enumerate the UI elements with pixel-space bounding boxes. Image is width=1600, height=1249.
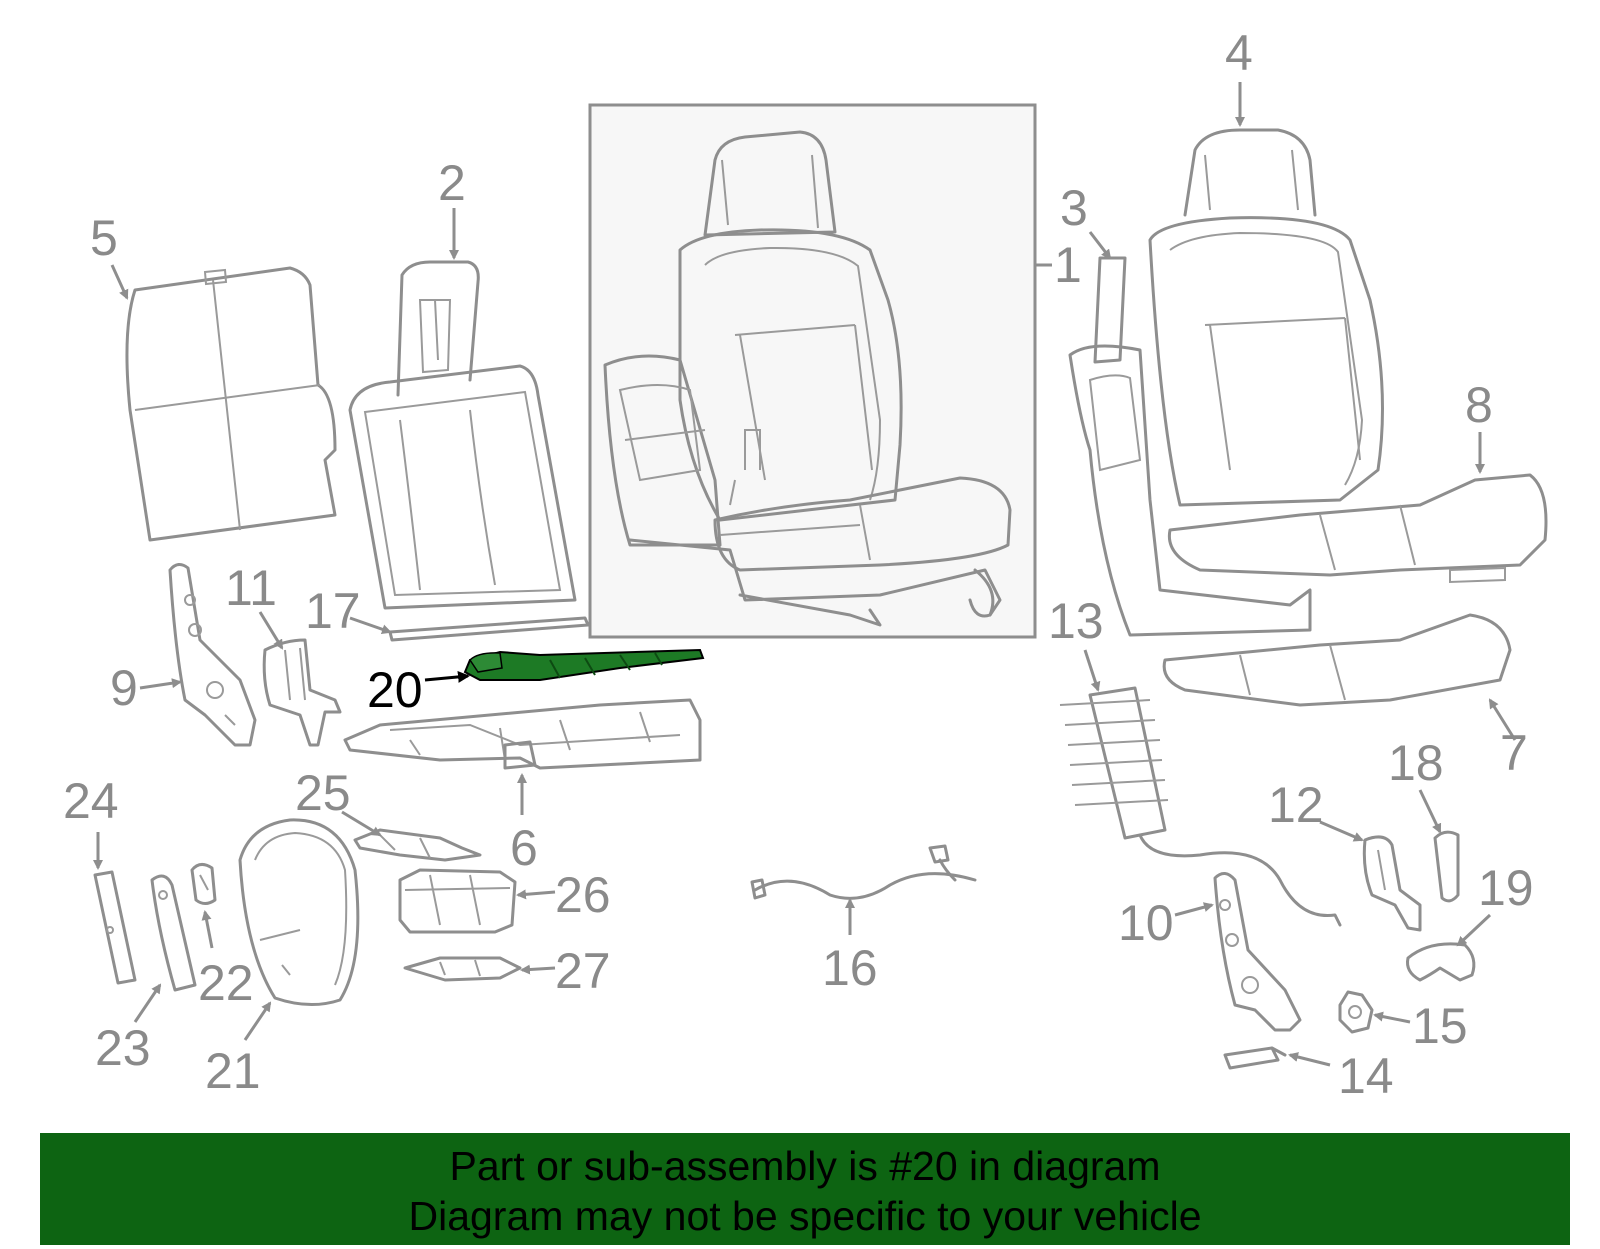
callout-5-leader	[110, 264, 129, 300]
callout-6: 6	[510, 820, 538, 876]
callout-5: 5	[90, 210, 118, 266]
part-21-side-shield	[238, 818, 360, 1007]
callout-20: 20	[367, 662, 423, 718]
banner-disclaimer: Diagram may not be specific to your vehi…	[408, 1193, 1202, 1239]
callout-17-leader	[349, 616, 392, 635]
callout-19: 19	[1478, 860, 1534, 916]
callout-1: 1	[1054, 237, 1082, 293]
inset-seat-assembly	[588, 103, 1037, 639]
part-25-lever	[353, 828, 482, 862]
part-2-backrest-frame	[348, 260, 577, 610]
callout-13-leader	[1083, 649, 1101, 692]
callout-26: 26	[555, 867, 611, 923]
callout-9-leader	[139, 678, 182, 690]
callout-25-leader	[341, 810, 382, 837]
part-12-bracket	[1362, 835, 1422, 932]
callout-8: 8	[1465, 377, 1493, 433]
callout-23: 23	[95, 1020, 151, 1076]
callout-10-leader	[1174, 902, 1214, 917]
callout-11: 11	[225, 560, 277, 616]
callout-17: 17	[305, 583, 361, 639]
callout-10: 10	[1118, 895, 1174, 951]
callout-26-leader	[516, 889, 556, 900]
callout-7: 7	[1500, 725, 1528, 781]
callout-3: 3	[1060, 180, 1088, 236]
part-16-harness	[750, 844, 977, 900]
part-9-recliner	[168, 563, 257, 747]
part-24-trim	[93, 870, 137, 985]
callout-14-leader	[1288, 1052, 1331, 1067]
part-15-knob	[1338, 990, 1374, 1034]
callout-11-leader	[258, 611, 284, 650]
callout-23-leader	[133, 983, 162, 1023]
callout-16: 16	[822, 940, 878, 996]
banner-part-note: Part or sub-assembly is #20 in diagram	[449, 1143, 1161, 1189]
part-27-plate	[403, 956, 522, 982]
part-13-lumbar	[1059, 686, 1342, 927]
callout-18: 18	[1388, 735, 1444, 791]
part-7-cushion-pad	[1162, 613, 1512, 707]
callout-4: 4	[1225, 25, 1253, 81]
part-4-seat	[1068, 128, 1384, 637]
part-23-cover	[150, 874, 197, 992]
callout-19-leader	[1456, 913, 1492, 947]
callout-27-leader	[520, 964, 556, 975]
callout-18-leader	[1418, 789, 1442, 834]
part-14-switch	[1223, 1046, 1287, 1070]
callout-15-leader	[1373, 1011, 1411, 1024]
part-17-rod	[388, 616, 590, 642]
part-5-back-panel	[125, 266, 337, 542]
part-10-recliner	[1213, 872, 1302, 1032]
callout-9: 9	[110, 660, 138, 716]
callout-21: 21	[205, 1043, 261, 1099]
callout-7-leader	[1488, 698, 1517, 741]
part-11-bracket	[262, 638, 342, 747]
callout-15: 15	[1412, 998, 1468, 1054]
callout-12-leader	[1319, 820, 1364, 842]
callout-12: 12	[1268, 777, 1324, 833]
callout-13: 13	[1048, 593, 1104, 649]
callout-20-leader	[424, 670, 470, 683]
part-20-highlighted	[463, 648, 705, 681]
callout-27: 27	[555, 943, 611, 999]
callout-22-leader	[201, 910, 214, 949]
part-6-seat-frame	[343, 698, 702, 770]
part-19-handle	[1406, 942, 1476, 982]
part-8-cushion-cover	[1167, 473, 1548, 584]
callout-21-leader	[243, 1001, 272, 1041]
callout-24: 24	[63, 773, 119, 829]
part-18-cover	[1433, 830, 1460, 903]
info-banner: Part or sub-assembly is #20 in diagram D…	[40, 1133, 1570, 1245]
callout-22: 22	[198, 955, 254, 1011]
callout-2: 2	[438, 155, 466, 211]
part-22-knob	[190, 863, 217, 905]
callout-25: 25	[295, 765, 351, 821]
callout-3-leader	[1088, 231, 1112, 260]
callout-14: 14	[1338, 1048, 1394, 1104]
part-26-housing	[398, 868, 517, 934]
